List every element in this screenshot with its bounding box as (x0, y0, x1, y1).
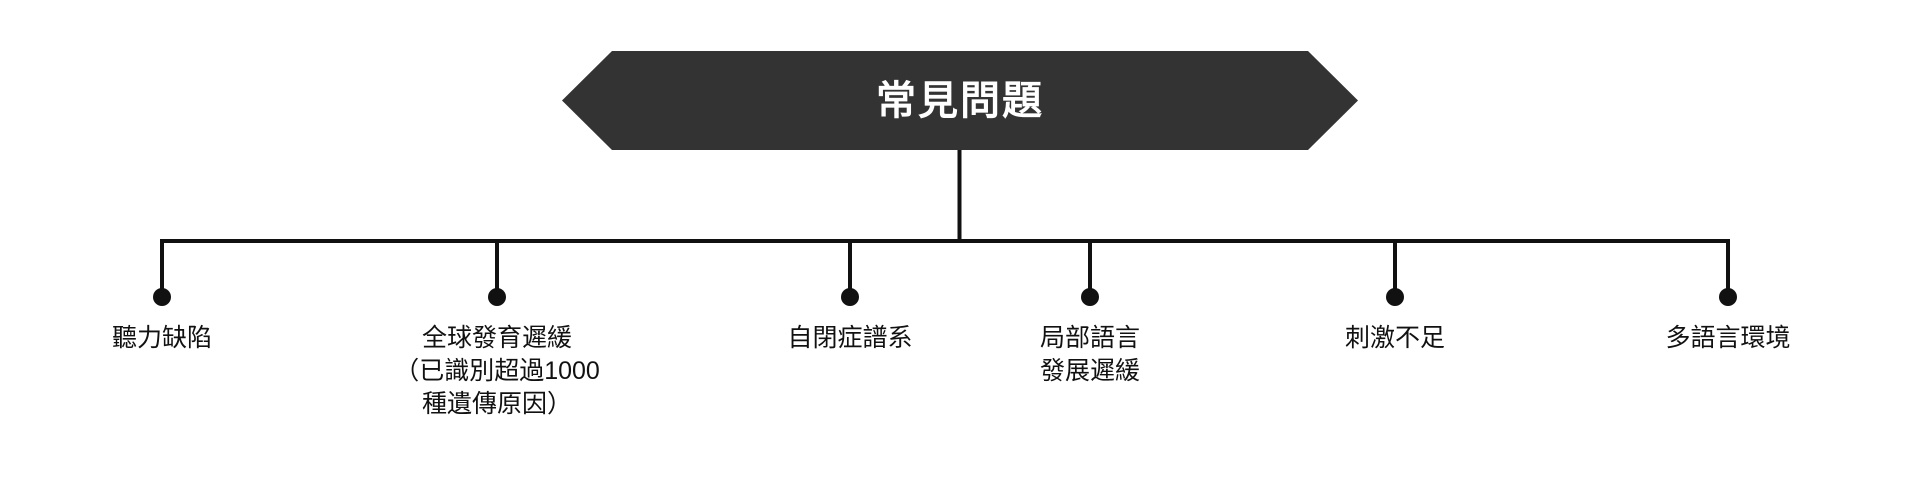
branch-label-multilingual-environment[interactable]: 多語言環境 (1665, 324, 1791, 352)
branch-label-insufficient-stimulation[interactable]: 刺激不足 (1344, 324, 1445, 352)
root-banner-label: 常見問題 (876, 79, 1044, 123)
branch-label-autism-spectrum[interactable]: 自閉症譜系 (787, 324, 913, 352)
branch-label-specific-language-delay[interactable]: 局部語言 發展遲緩 (1039, 324, 1140, 385)
branch-node-autism-spectrum[interactable] (841, 288, 859, 306)
branch-node-insufficient-stimulation[interactable] (1386, 288, 1404, 306)
root-banner-shape[interactable] (562, 51, 1358, 150)
branch-label-hearing-impairment[interactable]: 聽力缺陷 (111, 324, 212, 352)
branch-node-global-developmental-delay[interactable] (488, 288, 506, 306)
branch-label-global-developmental-delay[interactable]: 全球發育遲緩 （已識別超過1000 種遺傳原因） (394, 324, 600, 418)
branch-node-multilingual-environment[interactable] (1719, 288, 1737, 306)
branch-node-hearing-impairment[interactable] (153, 288, 171, 306)
branch-node-specific-language-delay[interactable] (1081, 288, 1099, 306)
